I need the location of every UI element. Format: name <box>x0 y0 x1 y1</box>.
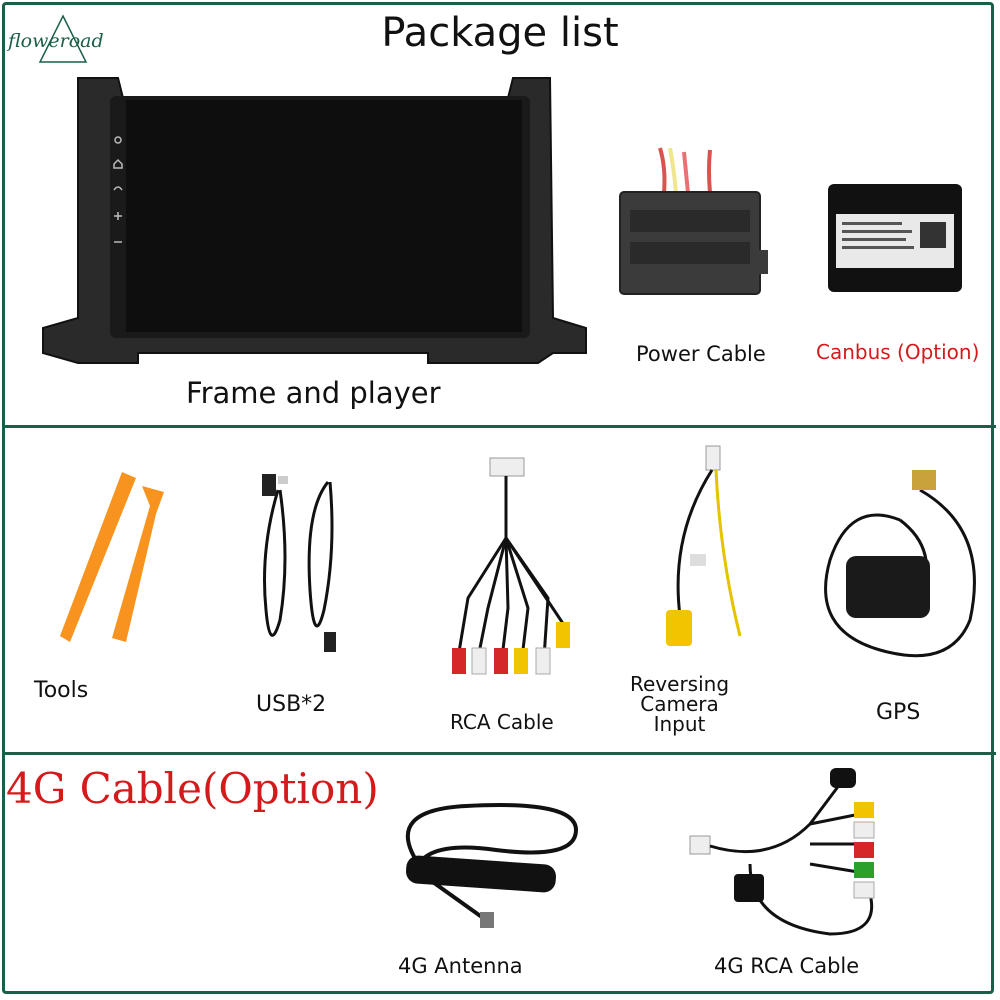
frame-and-player-label: Frame and player <box>186 376 441 410</box>
section-divider <box>4 425 996 428</box>
4g-rca-cable-image <box>689 768 875 936</box>
usb-cables-image <box>262 474 336 652</box>
4g-antenna-image <box>405 803 579 928</box>
frame-and-player-image <box>42 77 587 364</box>
brand-triangle-icon <box>38 14 88 63</box>
reversing-camera-label-line: Camera <box>640 692 719 716</box>
rca-cable-image <box>452 457 570 675</box>
page-title: Package list <box>381 10 619 56</box>
tools-label: Tools <box>34 678 89 703</box>
section-divider <box>4 752 996 755</box>
brand-logo: floweroad <box>8 30 104 52</box>
usb-label: USB*2 <box>256 692 327 717</box>
reversing-camera-label: Reversing Camera Input <box>630 674 729 734</box>
4g-cable-option-heading: 4G Cable(Option) <box>6 764 379 813</box>
tools-image <box>60 472 164 642</box>
reversing-camera-label-line: Reversing <box>630 672 730 696</box>
rca-cable-label: RCA Cable <box>450 710 554 734</box>
canbus-label: Canbus (Option) <box>816 340 980 364</box>
gps-antenna-image <box>824 470 976 658</box>
4g-antenna-label: 4G Antenna <box>398 954 523 978</box>
canbus-box-image <box>828 184 962 292</box>
reversing-camera-label-line: Input <box>653 712 706 736</box>
power-cable-label: Power Cable <box>636 342 766 366</box>
reversing-camera-cable-image <box>666 445 742 646</box>
4g-rca-cable-label: 4G RCA Cable <box>714 954 860 978</box>
gps-label: GPS <box>876 700 921 725</box>
power-cable-image <box>619 147 768 295</box>
